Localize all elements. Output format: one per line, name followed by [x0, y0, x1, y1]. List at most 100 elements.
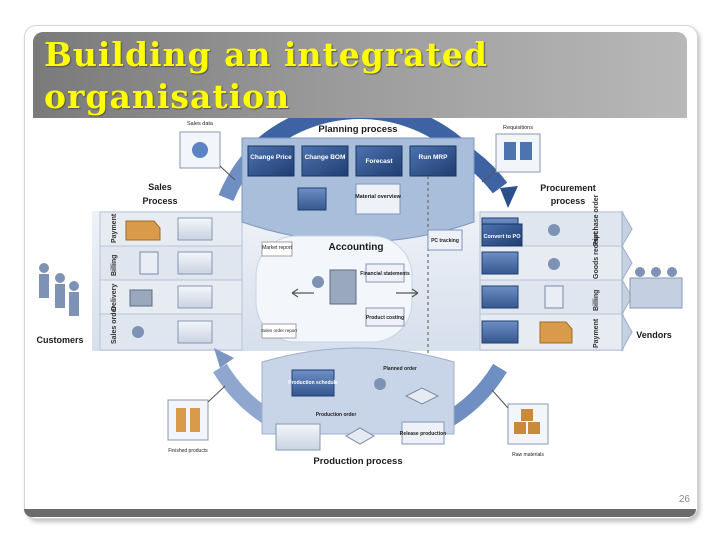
planning-step-button — [247, 145, 295, 177]
procurement-step-label: Goods receipt — [593, 231, 600, 279]
procurement-heading-line-2: process — [551, 196, 586, 206]
customer-icon — [69, 292, 79, 316]
sales-step-label: Billing — [111, 255, 118, 276]
production-heading: Production process — [313, 456, 402, 466]
sales-step-label: Payment — [111, 213, 118, 243]
connector-line — [481, 169, 497, 183]
customers-group: Customers — [36, 263, 84, 345]
raw-materials-label: Raw materials — [512, 452, 544, 458]
vendor-icon — [635, 267, 645, 277]
procurement-step-label: Billing — [593, 290, 600, 311]
sales-step-row — [99, 245, 243, 281]
finished-products-icon — [167, 399, 209, 441]
ring-arrowhead — [500, 186, 518, 208]
procurement-steps: Purchase order Goods receipt Billing Pay… — [479, 194, 633, 352]
sales-order-report-label: Sales order report — [261, 328, 298, 333]
customer-icon — [69, 281, 79, 291]
finished-products-label: Finished products — [168, 448, 208, 454]
material-overview-box — [355, 183, 401, 215]
paper-stack-icon — [344, 427, 376, 445]
sales-step-label: Sales order — [111, 306, 118, 344]
crate-icon — [528, 422, 540, 434]
connector-line — [491, 389, 509, 409]
screen-icon — [177, 285, 213, 309]
procurement-arrow-tabs — [621, 210, 633, 352]
customer-icon — [39, 263, 49, 273]
product-costing-label: Product costing — [366, 315, 404, 321]
procurement-heading-line-1: Procurement — [540, 183, 596, 193]
requisitions-label: Requisitions — [503, 125, 533, 131]
document-icon — [139, 251, 159, 275]
vendors-label: Vendors — [636, 330, 672, 340]
vendor-icon — [667, 267, 677, 277]
planning-step-button — [355, 145, 403, 177]
requisition-sheet-icon — [504, 142, 516, 160]
accounting-label: Accounting — [329, 242, 384, 253]
customer-icon — [55, 284, 65, 308]
screen-icon — [481, 251, 519, 275]
truck-icon — [129, 289, 153, 307]
production-block: Production schedule Planned order Produc… — [261, 347, 455, 467]
slide-title: Building an integrated organisation — [44, 34, 684, 118]
folder-icon — [125, 220, 161, 241]
vendors-icon — [629, 277, 683, 309]
person-icon — [312, 276, 324, 288]
title-band — [33, 32, 687, 118]
pc-tracking-label: PC tracking — [431, 238, 459, 244]
vendor-icon — [651, 267, 661, 277]
diagram-canvas: Payment Billing Delivery Sales order Pur… — [36, 101, 683, 467]
document-icon — [544, 285, 564, 309]
planning-step-button — [301, 145, 349, 177]
accounting-hub: Accounting Market report Sales order rep… — [255, 235, 419, 343]
sales-steps: Payment Billing Delivery Sales order — [99, 211, 243, 351]
sales-heading-line-1: Sales — [148, 182, 172, 192]
connector-line — [219, 165, 236, 181]
production-schedule-label: Production schedule — [288, 380, 338, 386]
production-order-label: Production order — [316, 412, 357, 418]
planning-step-label: Forecast — [365, 158, 393, 165]
financial-statements-box — [365, 263, 405, 283]
sales-step-row — [99, 279, 243, 315]
crate-icon — [521, 409, 533, 421]
slide-frame-shadow — [24, 509, 696, 517]
vendors-group: Vendors — [629, 267, 683, 340]
procurement-step-label: Purchase order — [593, 194, 600, 246]
planning-step-label: Change Price — [250, 154, 292, 161]
customer-icon — [55, 273, 65, 283]
screen-icon — [481, 285, 519, 309]
release-production-label: Release production — [400, 431, 446, 437]
screen-icon — [177, 217, 213, 241]
accounting-workstation-icon — [329, 269, 357, 305]
market-report-label: Market report — [262, 245, 292, 251]
connector-line — [207, 385, 226, 403]
ring-arrowhead — [214, 348, 234, 368]
slide-number: 26 — [678, 494, 690, 505]
sales-order-report-box — [261, 323, 297, 339]
screen-icon — [177, 251, 213, 275]
person-icon — [374, 378, 386, 390]
sales-step-label: Delivery — [111, 284, 118, 311]
raw-materials-item: Raw materials — [507, 403, 549, 458]
product-box-icon — [190, 408, 200, 432]
sales-heading-line-2: Process — [142, 196, 177, 206]
planning-step-button — [409, 145, 457, 177]
customer-icon — [39, 274, 49, 298]
planning-block: Planning process Change Price Change BOM… — [241, 124, 475, 418]
market-report-box — [261, 241, 293, 257]
title-line-1: Building an integrated — [44, 35, 488, 74]
sales-step-row — [99, 211, 243, 247]
person-icon — [132, 326, 144, 338]
convert-to-po-button — [481, 223, 523, 247]
requisition-sheet-icon — [520, 142, 532, 160]
sales-data-item: Sales data Sales Process — [142, 121, 221, 206]
sales-data-label: Sales data — [187, 121, 214, 127]
arrow-icon — [291, 288, 314, 298]
person-icon — [548, 224, 560, 236]
person-icon — [548, 258, 560, 270]
planned-order-label: Planned order — [383, 366, 417, 372]
planning-step-label: Run MRP — [419, 154, 449, 161]
requisitions-item: Requisitions Procurement process — [495, 125, 596, 206]
screen-icon — [481, 320, 519, 344]
screen-icon — [297, 187, 327, 211]
screen-icon — [177, 320, 213, 344]
